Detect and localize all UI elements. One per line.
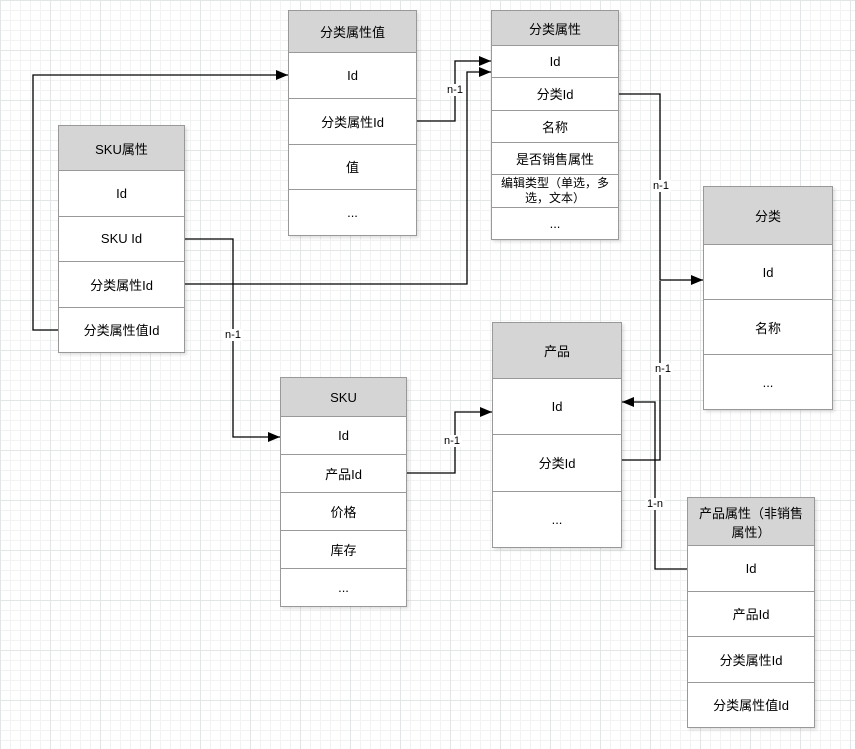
entity-row[interactable]: ... bbox=[551, 511, 563, 527]
entity-row[interactable]: Id bbox=[492, 46, 618, 79]
entity-row[interactable]: 是否销售属性 bbox=[492, 143, 618, 176]
entity-row[interactable]: Id bbox=[59, 171, 184, 217]
entity-row[interactable]: 价格 bbox=[281, 493, 406, 531]
entity-title[interactable]: SKU属性 bbox=[59, 126, 184, 171]
entity-row[interactable]: 值 bbox=[289, 145, 416, 191]
connector-sku-attribute-to-category-attribute[interactable] bbox=[185, 67, 491, 285]
entity-row[interactable]: 分类属性Id bbox=[688, 637, 814, 683]
connector-product-attribute-to-product[interactable] bbox=[622, 397, 687, 570]
entity-category-attribute-value[interactable]: 分类属性值 Id 分类属性Id 值 ... bbox=[288, 10, 417, 236]
connector-product-to-category[interactable] bbox=[622, 281, 661, 461]
entity-row[interactable]: Id bbox=[289, 53, 416, 99]
entity-row[interactable]: 库存 bbox=[281, 531, 406, 569]
edge-label-productattr-to-product[interactable]: 1-n bbox=[645, 498, 665, 510]
entity-row[interactable]: Id bbox=[688, 546, 814, 592]
entity-row[interactable]: 名称 bbox=[492, 111, 618, 143]
entity-title[interactable]: 分类 bbox=[704, 187, 832, 245]
entity-row[interactable]: 分类属性Id bbox=[289, 99, 416, 145]
entity-row[interactable]: 产品Id bbox=[281, 455, 406, 493]
entity-row[interactable]: ... bbox=[338, 580, 349, 595]
entity-category-attribute[interactable]: 分类属性 Id 分类Id 名称 是否销售属性 编辑类型（单选，多选，文本） ..… bbox=[491, 10, 619, 240]
entity-product[interactable]: 产品 Id 分类Id ... bbox=[492, 322, 622, 548]
entity-row[interactable]: ... bbox=[762, 374, 774, 390]
entity-row[interactable]: Id bbox=[493, 379, 621, 436]
entity-row[interactable]: 产品Id bbox=[688, 592, 814, 637]
entity-sku[interactable]: SKU Id 产品Id 价格 库存 ... bbox=[280, 377, 407, 607]
entity-row[interactable]: 分类属性值Id bbox=[83, 323, 160, 339]
entity-row[interactable]: ... bbox=[549, 215, 561, 231]
entity-row[interactable]: 分类属性Id bbox=[59, 262, 184, 308]
edge-label-cav-to-ca[interactable]: n-1 bbox=[445, 84, 465, 96]
entity-row[interactable]: 分类Id bbox=[492, 78, 618, 111]
entity-sku-attribute[interactable]: SKU属性 Id SKU Id 分类属性Id 分类属性值Id bbox=[58, 125, 185, 353]
entity-row[interactable]: Id bbox=[281, 417, 406, 455]
edge-label-ca-to-category[interactable]: n-1 bbox=[651, 180, 671, 192]
edge-label-sku-to-product[interactable]: n-1 bbox=[442, 435, 462, 447]
entity-row[interactable]: 分类Id bbox=[493, 435, 621, 492]
edge-label-product-to-category[interactable]: n-1 bbox=[653, 363, 673, 375]
entity-title[interactable]: SKU bbox=[281, 378, 406, 417]
entity-category[interactable]: 分类 Id 名称 ... bbox=[703, 186, 833, 410]
edge-label-skuattr-to-sku[interactable]: n-1 bbox=[223, 329, 243, 341]
entity-row[interactable]: SKU Id bbox=[59, 217, 184, 262]
entity-row[interactable]: ... bbox=[347, 205, 358, 221]
entity-row[interactable]: 名称 bbox=[704, 300, 832, 355]
entity-title[interactable]: 产品属性（非销售属性） bbox=[688, 498, 814, 546]
entity-row[interactable]: Id bbox=[704, 245, 832, 300]
entity-title[interactable]: 分类属性 bbox=[492, 11, 618, 46]
entity-title[interactable]: 产品 bbox=[493, 323, 621, 379]
connector-sku-attribute-to-category-attribute-value[interactable] bbox=[32, 70, 288, 331]
entity-product-attribute[interactable]: 产品属性（非销售属性） Id 产品Id 分类属性Id 分类属性值Id bbox=[687, 497, 815, 728]
entity-title[interactable]: 分类属性值 bbox=[289, 11, 416, 53]
entity-row[interactable]: 编辑类型（单选，多选，文本） bbox=[492, 175, 618, 208]
entity-row[interactable]: 分类属性值Id bbox=[713, 698, 789, 714]
